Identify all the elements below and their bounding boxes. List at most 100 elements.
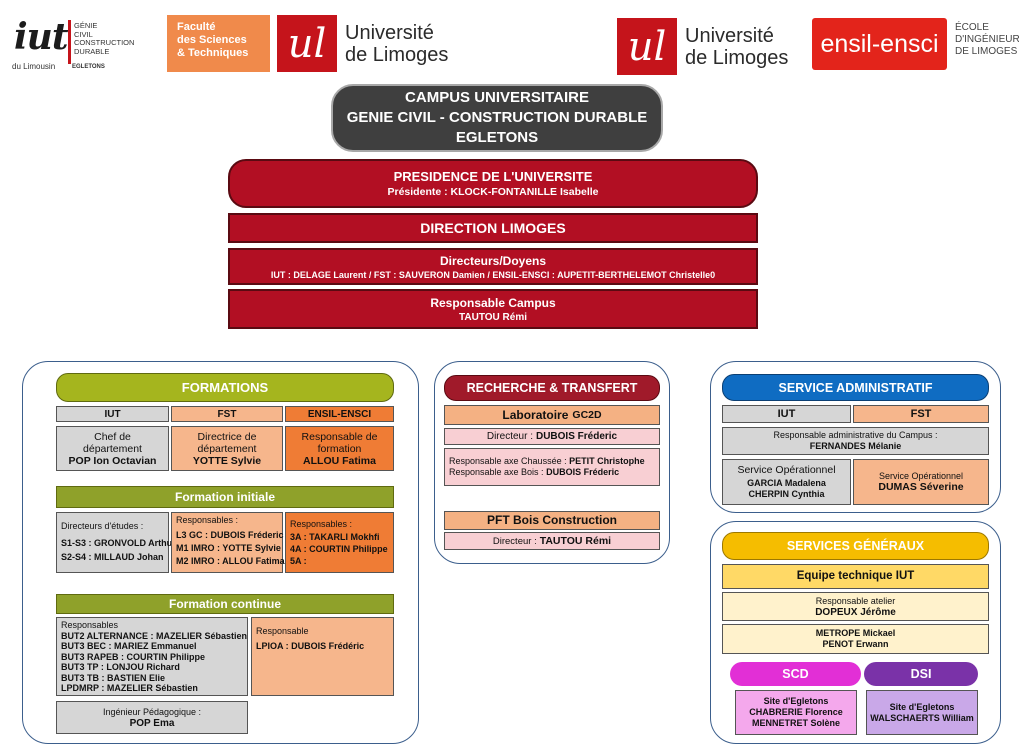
- labo-directeur-box: Directeur : DUBOIS Fréderic: [444, 428, 660, 445]
- admin-col-iut: IUT: [722, 405, 851, 423]
- head-role: Directrice de: [197, 430, 257, 443]
- recherche-title: RECHERCHE & TRANSFERT: [444, 375, 660, 401]
- ingenieur-pedagogique-label: Ingénieur Pédagogique :: [102, 706, 202, 717]
- responsable-campus-box: Responsable Campus TAUTOU Rémi: [228, 289, 758, 329]
- list-item: L3 GC : DUBOIS Fréderic: [176, 530, 284, 540]
- ul-logo-text: Université de Limoges: [345, 22, 448, 66]
- list-item: LPDMRP : MAZELIER Sébastien: [61, 683, 198, 693]
- ensil-logo-line: D'INGÉNIEUR: [955, 34, 1019, 45]
- scd-title: SCD: [730, 662, 861, 686]
- ul-logo-line: Université: [345, 21, 434, 44]
- ensil-logo-text: ÉCOLE D'INGÉNIEUR DE LIMOGES: [955, 22, 1019, 58]
- head-name: ALLOU Fatima: [303, 454, 376, 467]
- ensil-logo-line: ÉCOLE: [955, 22, 989, 33]
- labo-directeur-label: Directeur :: [486, 431, 533, 442]
- direction-box: DIRECTION LIMOGES: [228, 213, 758, 243]
- admin-resp-label: Responsable administrative du Campus :: [773, 430, 938, 440]
- admin-op-iut-name: GARCIA Madalena: [747, 477, 826, 488]
- dsi-box: Site d'Egletons WALSCHAERTS William: [866, 690, 978, 735]
- ingenieur-pedagogique-name: POP Ema: [129, 717, 175, 729]
- head-role: Chef de: [94, 430, 131, 443]
- ensil-logo-line: DE LIMOGES: [955, 46, 1018, 57]
- laboratoire-box: Laboratoire GC2D: [444, 405, 660, 425]
- ul-logo-line: de Limoges: [345, 43, 449, 66]
- campus-title-line: EGLETONS: [455, 129, 539, 146]
- continue-fst-label: Responsable: [256, 626, 309, 636]
- list-item: LPIOA : DUBOIS Frédéric: [256, 641, 365, 651]
- iut-logo-sub: du Limousin: [12, 62, 56, 71]
- techniciens-box: METROPE Mickael PENOT Erwann: [722, 624, 989, 654]
- list-item: BUT3 TB : BASTIEN Elie: [61, 672, 166, 683]
- directeurs-subtitle: IUT : DELAGE Laurent / FST : SAUVERON Da…: [270, 269, 716, 280]
- scd-name: CHABRERIE Florence: [749, 707, 843, 717]
- formation-initiale-title: Formation initiale: [56, 486, 394, 508]
- list-item: M2 IMRO : ALLOU Fatima: [176, 556, 285, 566]
- col-iut: IUT: [56, 406, 169, 422]
- ensil-head-box: Responsable de formation ALLOU Fatima: [285, 426, 394, 471]
- iut-logo-sub2: EGLETONS: [72, 64, 105, 70]
- axe-chaussee: Responsable axe Chaussée : PETIT Christo…: [449, 456, 645, 467]
- ensil-logo: ensil-ensci: [812, 18, 947, 70]
- list-item: BUT3 TP : LONJOU Richard: [61, 662, 180, 672]
- col-fst: FST: [171, 406, 283, 422]
- formations-title: FORMATIONS: [56, 373, 394, 402]
- list-item: S1-S3 : GRONVOLD Arthur: [61, 538, 176, 548]
- technicien-name: PENOT Erwann: [822, 639, 889, 649]
- directeurs-box: Directeurs/Doyens IUT : DELAGE Laurent /…: [228, 248, 758, 285]
- iut-logo-line: DURABLE: [74, 46, 110, 56]
- fst-logo-line: des Sciences: [177, 34, 247, 46]
- pft-directeur-box: Directeur : TAUTOU Rémi: [444, 532, 660, 550]
- admin-op-iut-box: Service Opérationnel GARCIA Madalena CHE…: [722, 459, 851, 505]
- iut-head-box: Chef de département POP Ion Octavian: [56, 426, 169, 471]
- ul-mark-icon: ul: [277, 15, 337, 72]
- directeurs-title: Directeurs/Doyens: [439, 253, 547, 268]
- ul-logo-line: Université: [685, 24, 774, 47]
- dsi-name: WALSCHAERTS William: [870, 712, 974, 723]
- axe-chaussee-label: Responsable axe Chaussée :: [449, 456, 567, 466]
- technicien-name: METROPE Mickael: [815, 628, 896, 638]
- campus-title: CAMPUS UNIVERSITAIRE GENIE CIVIL - CONST…: [331, 84, 663, 152]
- scd-name: MENNETRET Solène: [751, 718, 840, 728]
- presidence-title: PRESIDENCE DE L'UNIVERSITE: [393, 169, 593, 184]
- generaux-title: SERVICES GÉNÉRAUX: [722, 532, 989, 560]
- initiale-iut-box: Directeurs d'études : S1-S3 : GRONVOLD A…: [56, 512, 176, 573]
- atelier-box: Responsable atelier DOPEUX Jérôme: [722, 592, 989, 621]
- list-item: 5A :: [290, 556, 307, 566]
- initiale-ensil-box: Responsables : 3A : TAKARLI Mokhfi 4A : …: [285, 512, 394, 573]
- laboratoire-label: Laboratoire: [502, 407, 569, 422]
- initiale-iut-label: Directeurs d'études :: [61, 521, 144, 531]
- equipe-technique-box: Equipe technique IUT: [722, 564, 989, 589]
- iut-logo: iut GÉNIE CIVIL CONSTRUCTION DURABLE du …: [8, 6, 143, 74]
- pft-box: PFT Bois Construction: [444, 511, 660, 530]
- pft-directeur-label: Directeur :: [492, 535, 537, 547]
- fst-logo-line: Faculté: [177, 21, 216, 33]
- iut-logo-line: GÉNIE: [74, 21, 98, 30]
- head-name: POP Ion Octavian: [68, 454, 157, 467]
- admin-col-fst: FST: [853, 405, 989, 423]
- scd-box: Site d'Egletons CHABRERIE Florence MENNE…: [735, 690, 857, 735]
- ul-logo-line: de Limoges: [685, 46, 789, 69]
- continue-iut-box: Responsables BUT2 ALTERNANCE : MAZELIER …: [56, 617, 248, 696]
- presidence-box: PRESIDENCE DE L'UNIVERSITE Présidente : …: [228, 159, 758, 208]
- initiale-fst-label: Responsables :: [176, 515, 239, 525]
- head-role: Responsable de: [301, 430, 378, 443]
- axe-bois-name: DUBOIS Fréderic: [546, 467, 620, 477]
- admin-op-iut-name: CHERPIN Cynthia: [748, 488, 825, 499]
- labo-axes-box: Responsable axe Chaussée : PETIT Christo…: [444, 448, 660, 486]
- ingenieur-pedagogique-box: Ingénieur Pédagogique : POP Ema: [56, 701, 248, 734]
- iut-logo-lines: GÉNIE CIVIL CONSTRUCTION DURABLE: [74, 21, 135, 56]
- admin-op-iut-label: Service Opérationnel: [737, 463, 836, 476]
- admin-op-fst-name: DUMAS Séverine: [878, 481, 964, 493]
- iut-logo-line: CIVIL: [74, 29, 93, 39]
- iut-logo-bar: [68, 20, 71, 64]
- admin-op-fst-box: Service Opérationnel DUMAS Séverine: [853, 459, 989, 505]
- initiale-fst-box: Responsables : L3 GC : DUBOIS Fréderic M…: [171, 512, 285, 573]
- ul-logo-right: ul Université de Limoges: [617, 18, 788, 75]
- axe-chaussee-name: PETIT Christophe: [569, 456, 645, 466]
- list-item: 4A : COURTIN Philippe: [290, 544, 388, 554]
- iut-logo-line: CONSTRUCTION: [74, 38, 135, 47]
- initiale-ensil-label: Responsables :: [290, 519, 353, 529]
- list-item: BUT2 ALTERNANCE : MAZELIER Sébastien: [61, 630, 248, 641]
- ul-mark-icon: ul: [617, 18, 677, 75]
- pft-directeur-name: TAUTOU Rémi: [539, 534, 612, 547]
